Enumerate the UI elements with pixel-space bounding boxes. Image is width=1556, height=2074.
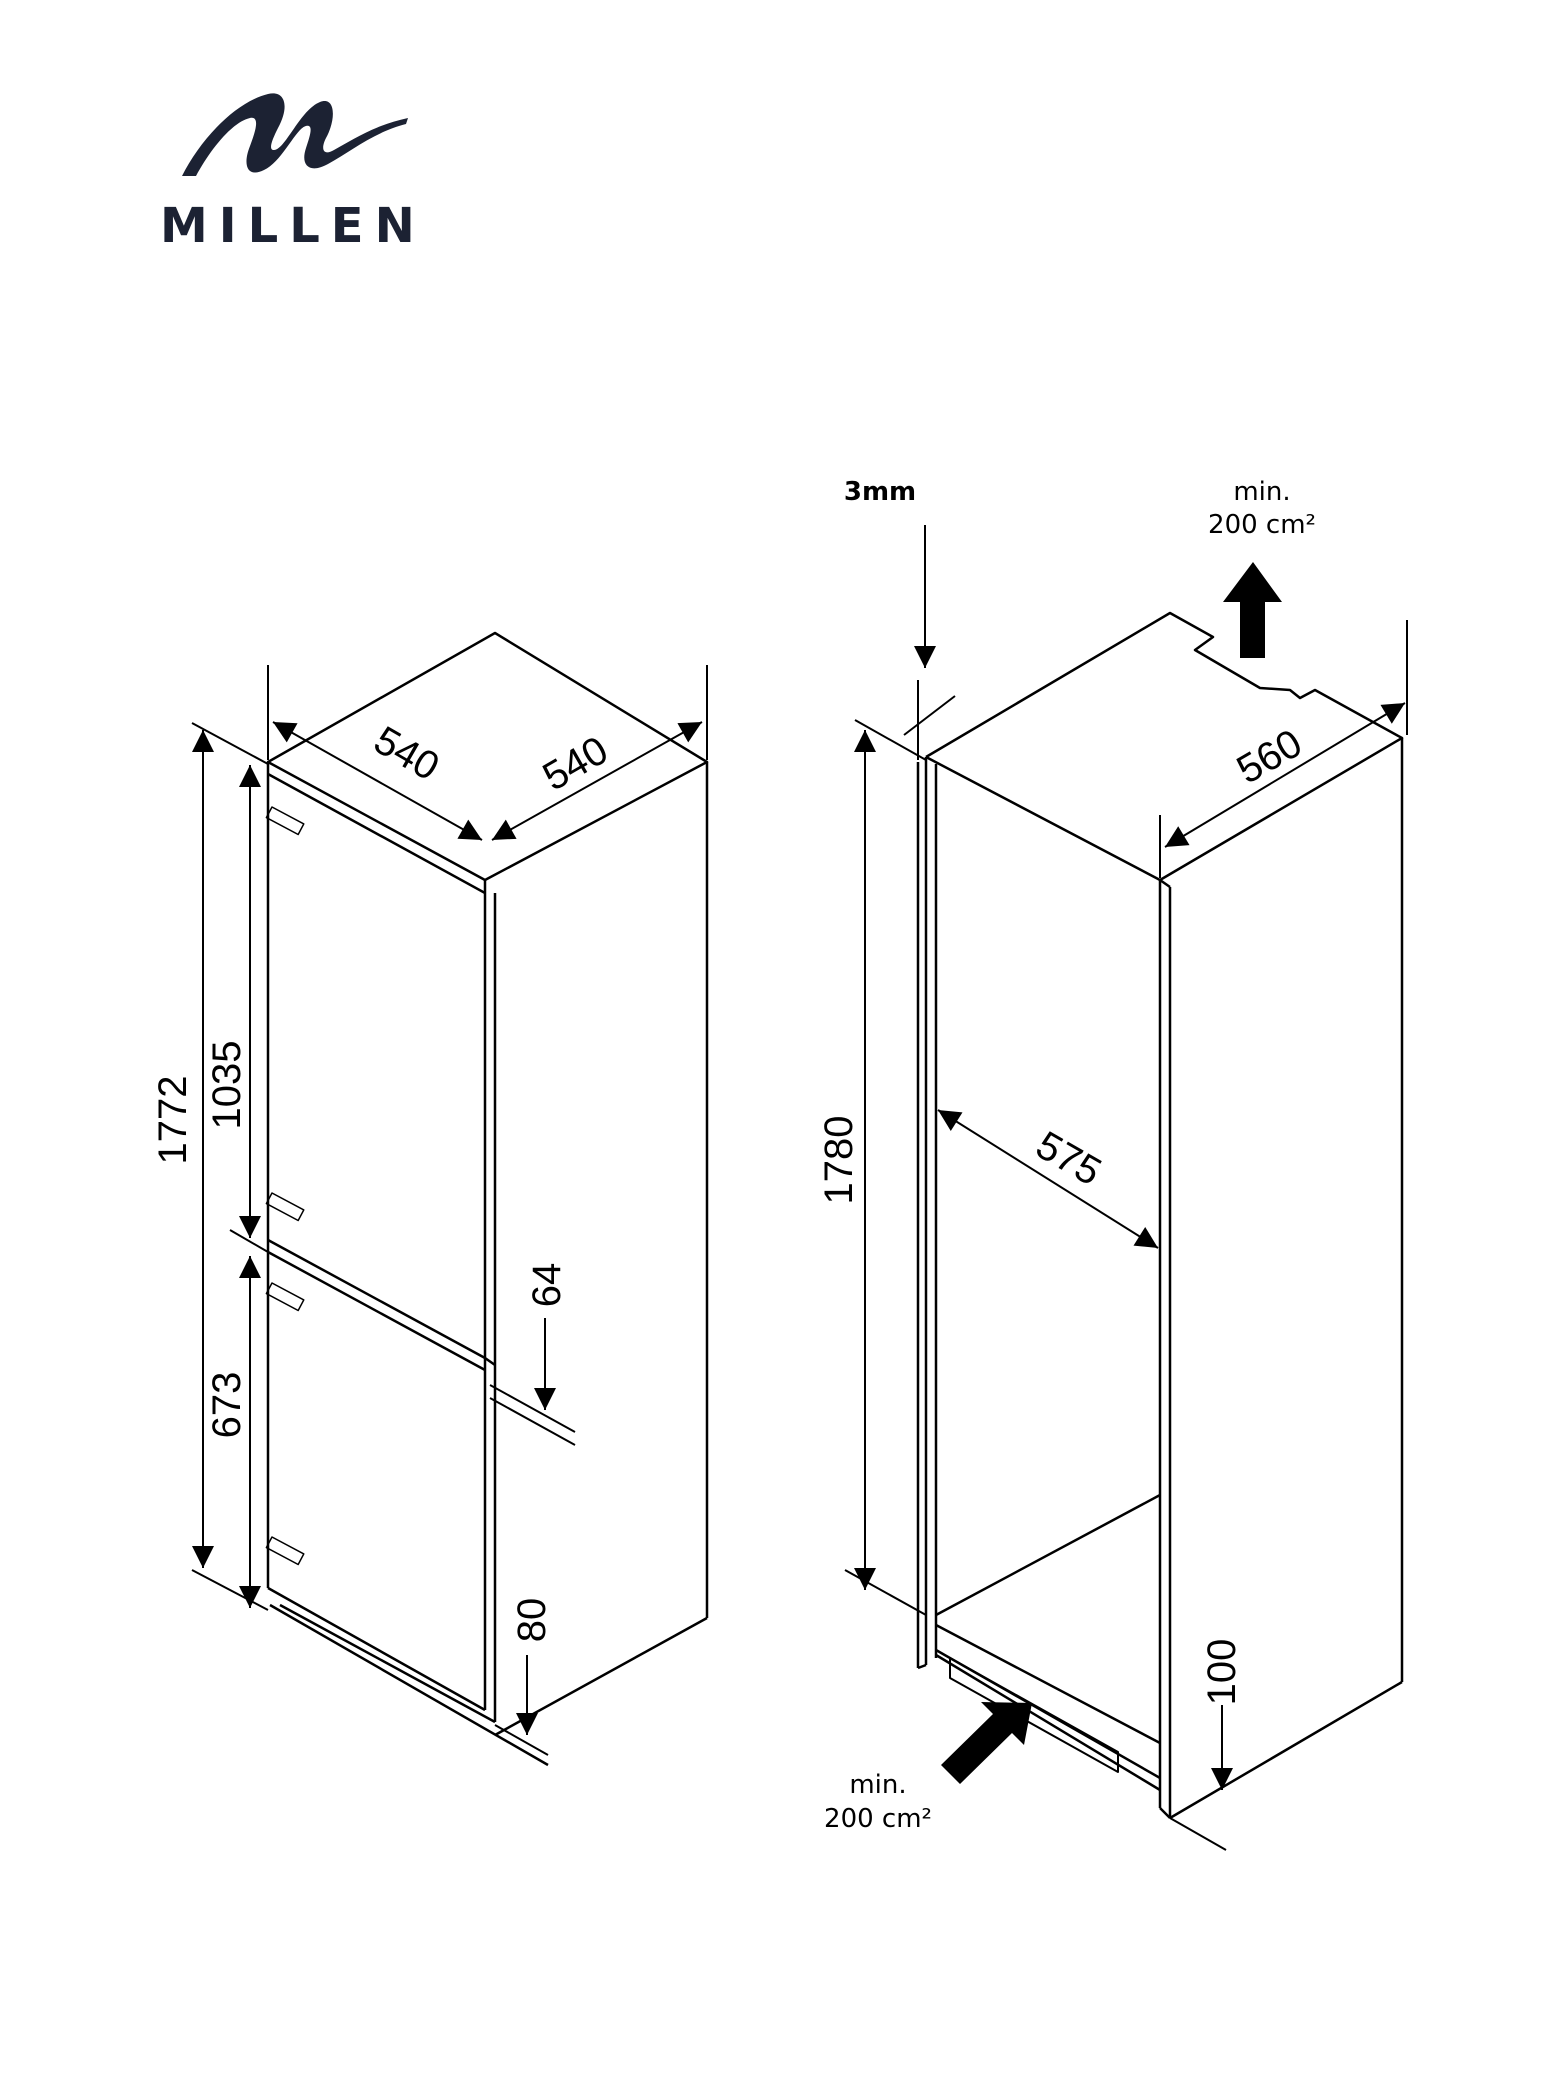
- ventilation-arrows: [941, 562, 1282, 1784]
- dim-560: [1164, 702, 1406, 848]
- label-1035: 1035: [205, 1041, 249, 1130]
- label-64: 64: [525, 1263, 569, 1308]
- label-vent-bottom-line1: min.: [849, 1770, 906, 1800]
- vent-up-arrow-icon: [1223, 562, 1282, 658]
- plinth-vent-grille: [949, 1657, 1119, 1773]
- label-80: 80: [510, 1598, 554, 1643]
- label-1772: 1772: [151, 1076, 195, 1165]
- niche-labels: 3mm min. 200 cm² 560 1780 575 100 min. 2…: [817, 477, 1316, 1834]
- appliance-drawing: [265, 631, 709, 1767]
- label-575: 575: [1029, 1123, 1109, 1194]
- appliance-dimensions: [191, 665, 708, 1756]
- niche-dimensions: [844, 525, 1408, 1851]
- label-540-depth: 540: [536, 728, 616, 799]
- brand-logo: MILLEN: [160, 80, 420, 254]
- label-vent-top-line1: min.: [1233, 477, 1290, 507]
- label-1780: 1780: [817, 1116, 861, 1205]
- millen-wave-logo-icon: [182, 93, 408, 176]
- label-560: 560: [1230, 721, 1310, 792]
- label-540-width: 540: [367, 718, 447, 789]
- dim-540-width: [272, 721, 483, 841]
- dim-575: [937, 1109, 1159, 1249]
- label-3mm: 3mm: [844, 477, 916, 507]
- appliance-dimension-labels: 540 540 1772 1035 673 64 80: [151, 718, 615, 1642]
- brand-name: MILLEN: [160, 198, 426, 254]
- label-100: 100: [1200, 1639, 1244, 1706]
- vent-in-arrow-icon: [941, 1702, 1032, 1784]
- label-vent-top-line2: 200 cm²: [1208, 510, 1316, 540]
- label-vent-bottom-line2: 200 cm²: [824, 1804, 932, 1834]
- label-673: 673: [205, 1372, 249, 1439]
- dim-540-depth: [491, 721, 703, 841]
- niche-drawing: [916, 611, 1404, 1820]
